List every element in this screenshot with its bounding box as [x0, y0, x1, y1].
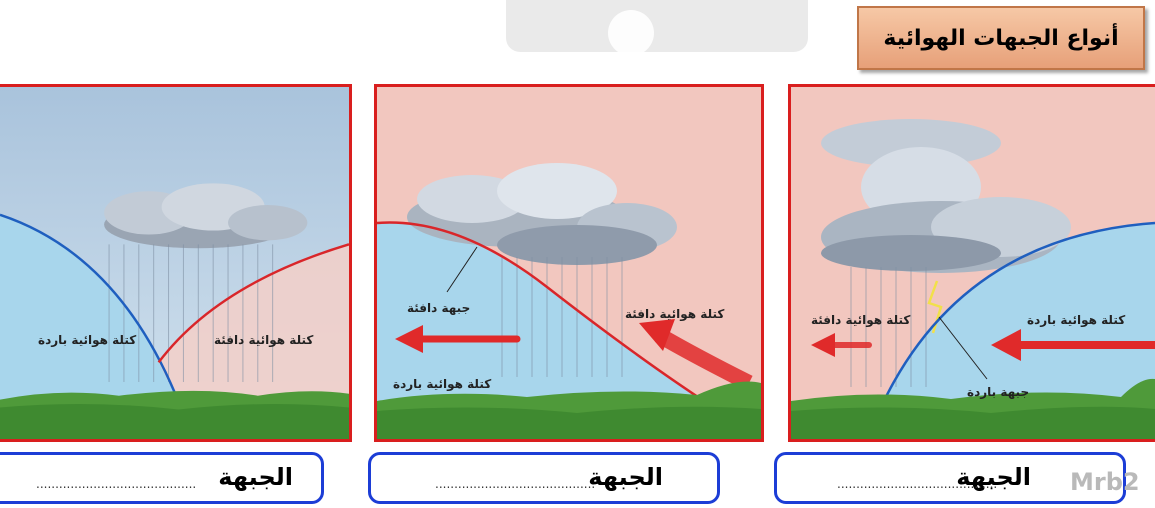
cumulonimbus-cloud — [821, 119, 1071, 273]
cold-air-label: كتلة هوائية باردة — [1027, 313, 1126, 327]
answer-box-middle[interactable]: الجبهة .................................… — [368, 452, 720, 504]
rain — [501, 257, 623, 377]
warm-air-mass — [158, 244, 349, 402]
watermark-brand: Mrb2 — [1070, 468, 1140, 496]
cold-front-diagram: كتلة هوائية دافئة كتلة هوائية باردة جبهة… — [788, 84, 1155, 442]
front-pointer — [446, 246, 478, 293]
answer-blank: ........................................… — [837, 477, 998, 491]
cold-front-line — [0, 213, 180, 403]
warm-front-line — [377, 221, 708, 405]
cold-air-mass — [881, 223, 1155, 407]
answer-blank: ........................................… — [435, 477, 596, 491]
answer-word: الجبهة — [218, 463, 293, 491]
page-title: أنواع الجبهات الهوائية — [857, 6, 1145, 70]
answer-box-left[interactable]: الجبهة .................................… — [0, 452, 324, 504]
rain — [108, 244, 274, 382]
occluded-front-diagram: كتلة هوائية باردة كتلة هوائية دافئة — [0, 84, 352, 442]
answer-word: الجبهة — [956, 463, 1031, 491]
cold-air-label: كتلة هوائية باردة — [38, 333, 137, 347]
cloud — [407, 163, 677, 265]
cold-air-mass — [0, 214, 179, 439]
warm-air-label: كتلة هوائية دافئة — [214, 333, 314, 347]
warm-air-label: كتلة هوائية دافئة — [811, 313, 911, 327]
warm-air-label: كتلة هوائية دافئة — [625, 307, 725, 321]
watermark-dot — [608, 10, 654, 56]
cold-front-label: جبهة باردة — [967, 385, 1030, 399]
cold-air-mass — [377, 222, 707, 403]
front-pointer — [938, 316, 988, 380]
warm-front-label: جبهة دافئة — [407, 301, 471, 315]
cold-air-label: كتلة هوائية باردة — [393, 377, 492, 391]
occluded-front-illustration — [0, 87, 349, 439]
cloud — [104, 183, 308, 249]
warm-front-line — [157, 243, 349, 364]
answer-box-right[interactable]: الجبهة .................................… — [774, 452, 1126, 504]
cold-front-line — [879, 221, 1155, 408]
rain — [850, 267, 927, 387]
answer-blank: ........................................… — [36, 477, 197, 491]
warm-front-diagram: جبهة دافئة كتلة هوائية دافئة كتلة هوائية… — [374, 84, 764, 442]
answer-word: الجبهة — [588, 463, 663, 491]
warm-air-arrow — [654, 328, 753, 391]
warm-front-illustration — [377, 87, 761, 439]
watermark-bar — [506, 0, 808, 52]
cold-front-illustration — [791, 87, 1155, 439]
